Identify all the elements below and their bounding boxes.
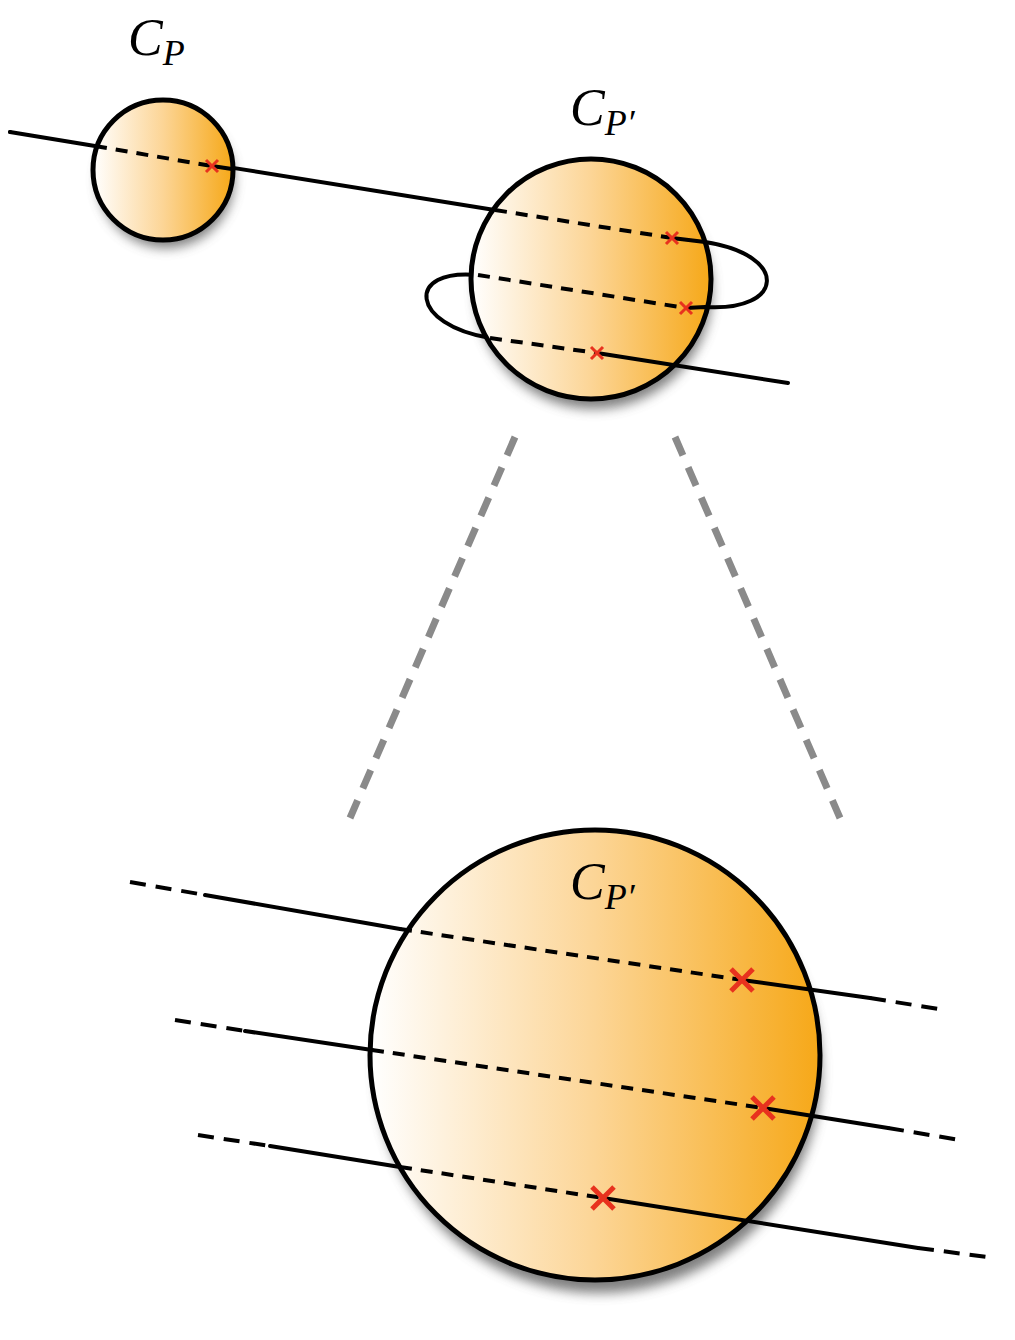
orb-circle bbox=[471, 159, 711, 399]
outer-lines bbox=[10, 132, 490, 338]
zoom-lines bbox=[350, 437, 840, 818]
orb-node: CP′ bbox=[365, 825, 825, 1285]
orb-label: CP′ bbox=[570, 82, 635, 134]
orb-circle bbox=[93, 100, 233, 240]
orb-node: CP bbox=[85, 5, 245, 250]
orb-label: CP bbox=[128, 12, 185, 64]
hidden-line-parts bbox=[95, 146, 763, 1198]
orb-label: CP′ bbox=[570, 856, 635, 908]
circle-shadows bbox=[98, 112, 821, 1293]
orb-circle bbox=[370, 830, 820, 1280]
continuation-dashes bbox=[130, 882, 995, 1258]
large-crosses bbox=[592, 969, 774, 1209]
orb-node: CP′ bbox=[465, 80, 720, 410]
visible-line-parts bbox=[205, 166, 918, 1248]
joining-line bbox=[233, 168, 493, 210]
small-crosses bbox=[206, 160, 692, 359]
